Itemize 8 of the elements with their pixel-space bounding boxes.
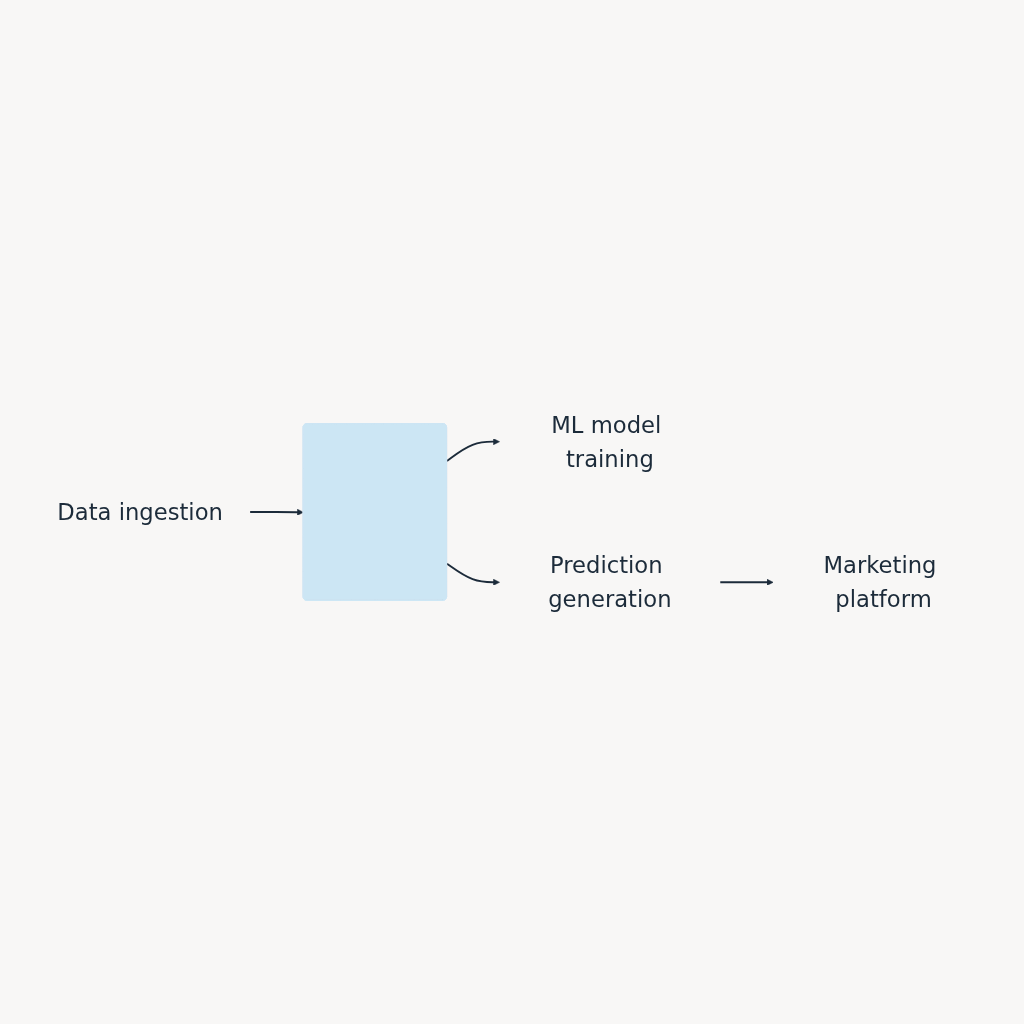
arrow: [249, 508, 304, 516]
arrow: [719, 579, 774, 586]
node-text: Prediction generation: [548, 552, 672, 613]
node-text: Data ingestion: [57, 498, 223, 526]
arrow: [446, 562, 500, 586]
arrow: [446, 438, 500, 462]
node-text: ML model training: [551, 411, 662, 472]
node-text: Marketing platform: [823, 552, 937, 613]
